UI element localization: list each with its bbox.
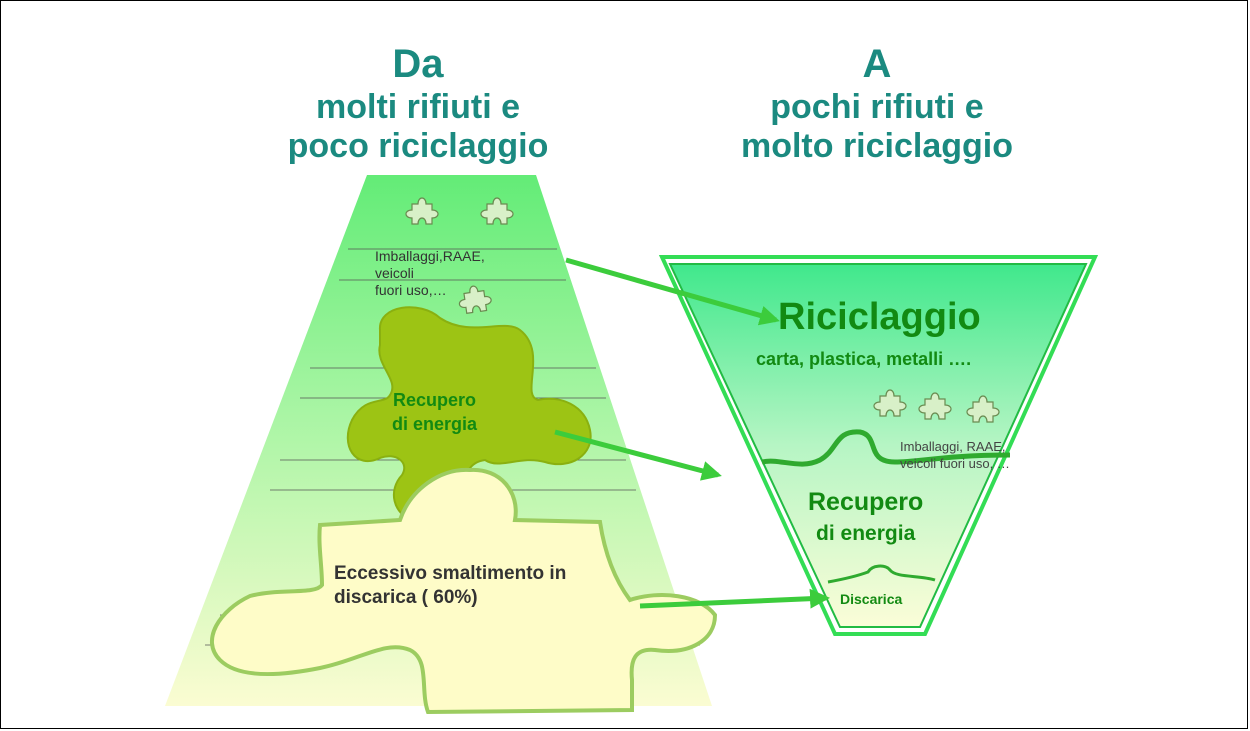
left-energy-line1: Recupero <box>393 390 477 410</box>
left-energy-line2: di energia <box>392 414 478 434</box>
olive-puzzle-piece <box>346 306 592 526</box>
left-packaging-line1: Imballaggi,RAAE, <box>375 248 485 264</box>
right-title: A pochi rifiuti e molto riciclaggio <box>667 40 1087 166</box>
cream-puzzle-piece <box>209 467 718 715</box>
right-title-line3: molto riciclaggio <box>740 127 1014 165</box>
arrow-packaging <box>565 257 780 326</box>
right-packaging-line1: Imballaggi, RAAE, <box>900 439 1006 454</box>
right-title-line2: pochi rifiuti e <box>770 88 984 126</box>
left-energy-text: Recupero di energia <box>392 388 477 436</box>
energy-divider <box>761 429 1011 467</box>
right-funnel-outer <box>658 255 1099 636</box>
arrow-landfill <box>639 588 830 609</box>
right-energy-text: Recupero di energia <box>808 486 923 550</box>
landfill-divider <box>827 564 936 584</box>
right-title-a: A <box>862 42 892 86</box>
left-landfill-text: Eccessivo smaltimento in discarica ( 60%… <box>334 562 566 610</box>
right-landfill-text: Discarica <box>840 591 903 607</box>
recycling-title: Riciclaggio <box>778 296 981 338</box>
left-landfill-line2: discarica ( 60%) <box>334 587 478 608</box>
left-packaging-text: Imballaggi,RAAE, veicoli fuori uso,… <box>375 248 485 299</box>
left-title: Da molti rifiuti e poco riciclaggio <box>228 40 608 166</box>
right-packaging-line2: veicoli fuori uso, … <box>900 456 1010 471</box>
recycling-subtitle: carta, plastica, metalli …. <box>756 349 972 369</box>
right-energy-line2: di energia <box>816 522 916 545</box>
arrows <box>554 257 830 609</box>
right-packaging-text: Imballaggi, RAAE, veicoli fuori uso, … <box>900 438 1010 472</box>
left-title-da: Da <box>392 42 444 86</box>
left-title-line2: molti rifiuti e <box>316 88 520 126</box>
left-packaging-line3: fuori uso,… <box>375 282 447 298</box>
left-packaging-line2: veicoli <box>375 265 414 281</box>
arrow-energy <box>554 429 722 481</box>
left-title-line3: poco riciclaggio <box>287 127 549 165</box>
left-landfill-line1: Eccessivo smaltimento in <box>334 563 567 584</box>
right-energy-line1: Recupero <box>808 488 924 516</box>
right-funnel <box>668 263 1088 628</box>
